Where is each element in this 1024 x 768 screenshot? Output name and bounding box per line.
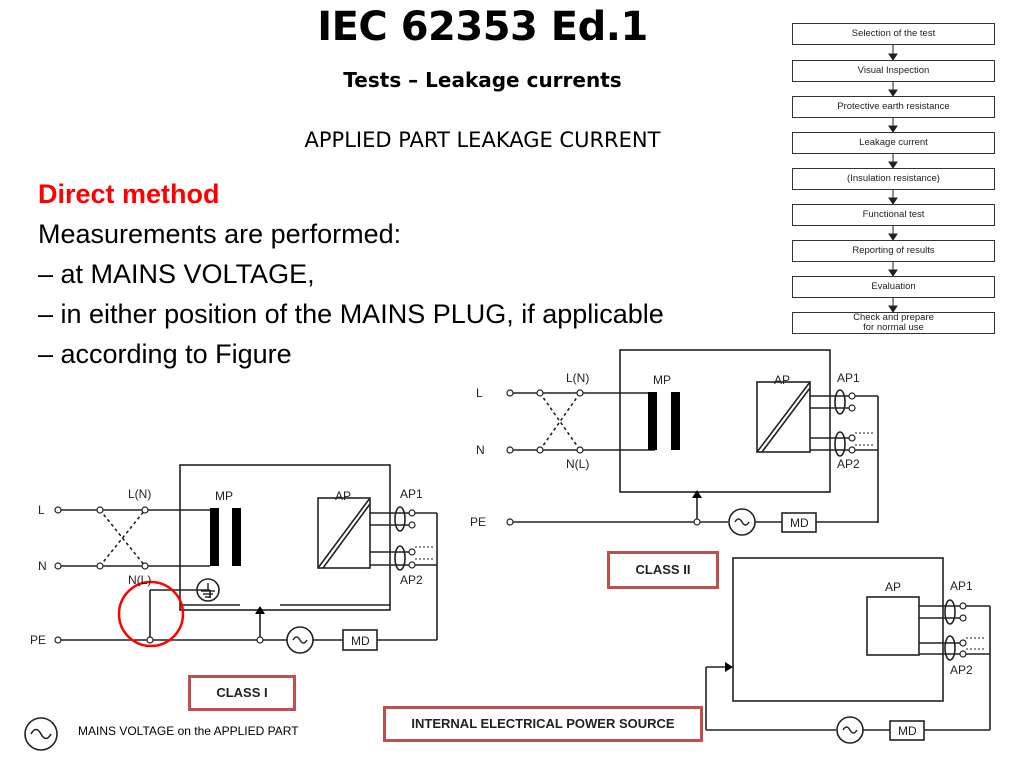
class-1-label: CLASS I xyxy=(188,675,296,711)
c2-label-mp: MP xyxy=(653,373,671,387)
flow-step-reporting: Reporting of results xyxy=(792,240,995,262)
internal-power-label: INTERNAL ELECTRICAL POWER SOURCE xyxy=(383,706,703,742)
highlight-circle xyxy=(117,580,185,648)
ip-label-md: MD xyxy=(898,724,917,738)
c2-label-ap: AP xyxy=(774,373,790,387)
ip-label-ap: AP xyxy=(885,580,901,594)
c2-label-pe: PE xyxy=(470,515,486,529)
body-line-3: – in either position of the MAINS PLUG, … xyxy=(38,299,664,329)
flowchart-arrows xyxy=(888,44,898,313)
flow-step-insulation: (Insulation resistance) xyxy=(792,168,995,190)
ip-label-ap2: AP2 xyxy=(950,663,973,677)
page-title: IEC 62353 Ed.1 xyxy=(317,4,648,50)
ip-label-ap1: AP1 xyxy=(950,579,973,593)
c1-label-ap1: AP1 xyxy=(400,487,423,501)
c1-label-md: MD xyxy=(351,634,370,648)
c1-label-nl: N(L) xyxy=(128,573,151,587)
method-heading: Direct method xyxy=(38,179,220,209)
page-subtitle: Tests – Leakage currents xyxy=(343,68,622,92)
class-2-label: CLASS II xyxy=(607,551,719,589)
flow-step-functional: Functional test xyxy=(792,204,995,226)
body-line-1: Measurements are performed: xyxy=(38,219,402,249)
flow-step-check-line2: for normal use xyxy=(863,322,924,333)
c1-label-ln: L(N) xyxy=(128,487,151,501)
flow-step-check: Check and prepare for normal use xyxy=(792,312,995,334)
body-line-2: – at MAINS VOLTAGE, xyxy=(38,259,315,289)
flow-step-selection: Selection of the test xyxy=(792,23,995,45)
flow-step-check-line1: Check and prepare xyxy=(853,312,934,323)
c2-label-ln: L(N) xyxy=(566,371,589,385)
c2-label-ap1: AP1 xyxy=(837,371,860,385)
test-flowchart: Selection of the test Visual Inspection … xyxy=(792,0,995,340)
c1-label-ap2: AP2 xyxy=(400,573,423,587)
flow-step-pe: Protective earth resistance xyxy=(792,96,995,118)
body-line-4: – according to Figure xyxy=(38,339,292,369)
body-text: Direct method Measurements are performed… xyxy=(38,174,738,374)
section-heading: APPLIED PART LEAKAGE CURRENT xyxy=(304,128,661,152)
flow-step-evaluation: Evaluation xyxy=(792,276,995,298)
ac-source-icon xyxy=(24,717,58,751)
c2-label-l: L xyxy=(476,386,483,400)
c1-label-n: N xyxy=(38,559,47,573)
c1-label-l: L xyxy=(38,503,45,517)
flow-step-leakage: Leakage current xyxy=(792,132,995,154)
legend-text: MAINS VOLTAGE on the APPLIED PART xyxy=(78,724,299,738)
c2-label-nl: N(L) xyxy=(566,457,589,471)
c2-label-n: N xyxy=(476,443,485,457)
c1-label-ap: AP xyxy=(335,489,351,503)
c2-label-md: MD xyxy=(790,516,809,530)
c2-label-ap2: AP2 xyxy=(837,457,860,471)
flow-step-visual: Visual Inspection xyxy=(792,60,995,82)
c1-label-mp: MP xyxy=(215,489,233,503)
c1-label-pe: PE xyxy=(30,633,46,647)
